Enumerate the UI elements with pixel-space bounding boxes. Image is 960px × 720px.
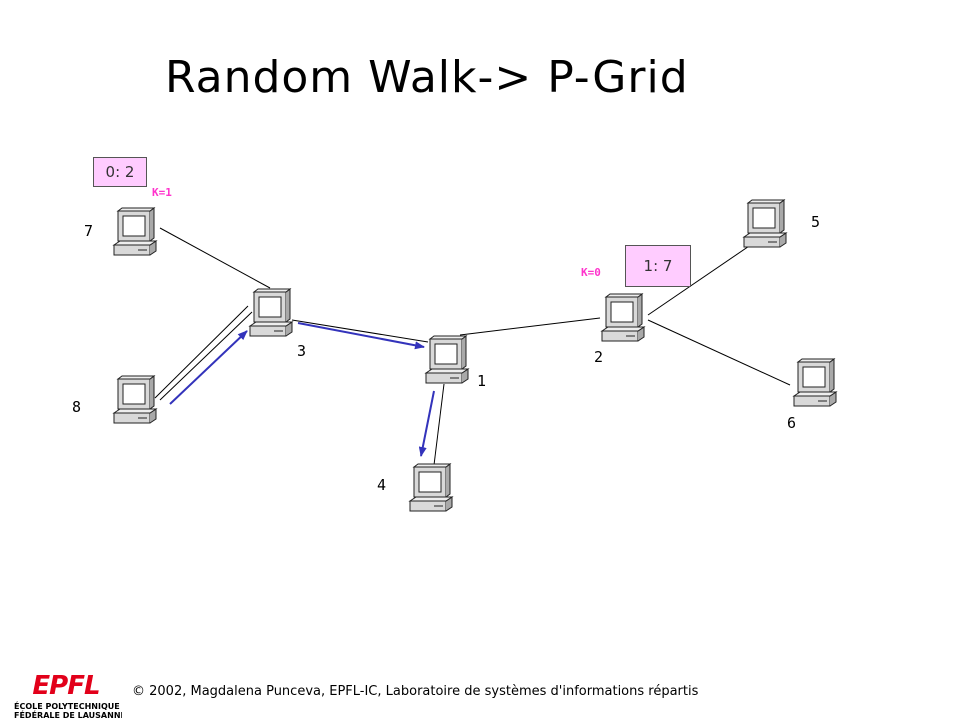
slide-title: Random Walk-> P-Grid	[165, 52, 689, 103]
k-label-node-7: K=1	[152, 186, 172, 199]
epfl-logo-line2: FÉDÉRALE DE LAUSANNE	[14, 709, 122, 720]
copyright-footer: © 2002, Magdalena Punceva, EPFL-IC, Labo…	[132, 684, 699, 699]
node-label-8: 8	[72, 398, 81, 416]
walk-arrow-8-to-3	[169, 330, 248, 405]
epfl-logo-mark: EPFL	[32, 671, 99, 701]
computer-node-5-icon	[743, 199, 787, 248]
edge-1-4	[433, 383, 445, 466]
edge-8-3b	[159, 311, 253, 401]
node-label-7: 7	[84, 222, 93, 240]
routing-entry-box-node-7: 0: 2	[93, 157, 147, 187]
epfl-logo-line1: ÉCOLE POLYTECHNIQUE	[14, 700, 120, 711]
computer-node-8-icon	[113, 375, 157, 424]
node-label-3: 3	[297, 342, 306, 360]
computer-node-3-icon	[249, 288, 293, 337]
node-label-2: 2	[594, 348, 603, 366]
computer-node-4-icon	[409, 463, 453, 512]
epfl-logo: EPFL ÉCOLE POLYTECHNIQUE FÉDÉRALE DE LAU…	[10, 670, 122, 720]
k-label-node-2: K=0	[581, 266, 601, 279]
node-label-6: 6	[787, 414, 796, 432]
computer-node-6-icon	[793, 358, 837, 407]
edge-2-5	[647, 239, 759, 316]
edge-3-1	[291, 319, 429, 343]
edge-2-6	[647, 319, 791, 386]
edge-8-3a	[154, 305, 249, 399]
walk-arrow-3-to-1	[297, 322, 425, 350]
walk-arrow-1-to-4	[418, 390, 435, 457]
routing-entry-box-node-2: 1: 7	[625, 245, 691, 287]
edge-7-3	[159, 227, 271, 289]
edge-1-2	[459, 317, 601, 336]
computer-node-7-icon	[113, 207, 157, 256]
node-label-5: 5	[811, 213, 820, 231]
node-label-4: 4	[377, 476, 386, 494]
node-label-1: 1	[477, 372, 486, 390]
computer-node-2-icon	[601, 293, 645, 342]
computer-node-1-icon	[425, 335, 469, 384]
